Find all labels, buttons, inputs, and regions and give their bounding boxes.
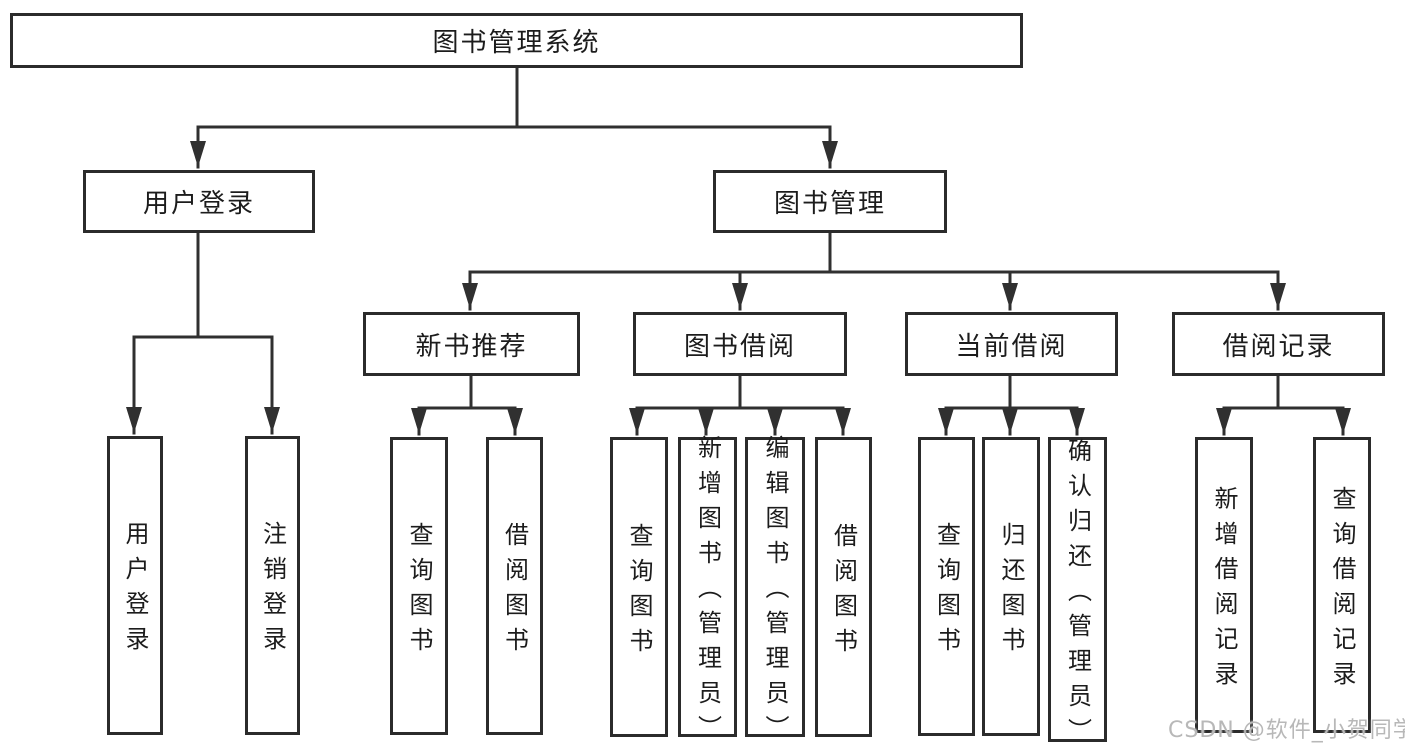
node-book-manage-label: 图书管理 bbox=[773, 189, 886, 219]
node-cb-query-book: 查询图书 bbox=[918, 437, 975, 736]
node-book-borrow: 图书借阅 bbox=[633, 312, 847, 376]
node-logout-leaf: 注销登录 bbox=[245, 436, 300, 735]
node-bb-edit-book-admin-label: 编辑图书（管理员） bbox=[761, 435, 789, 747]
node-br-query-record-label: 查询借阅记录 bbox=[1328, 485, 1356, 696]
node-new-book-recommend: 新书推荐 bbox=[363, 312, 580, 376]
node-user-login-label: 用户登录 bbox=[142, 189, 255, 219]
node-bb-borrow-book: 借阅图书 bbox=[815, 437, 872, 737]
node-new-book-recommend-label: 新书推荐 bbox=[415, 331, 528, 362]
node-nbr-query-book-label: 查询图书 bbox=[405, 521, 433, 662]
node-root-label: 图书管理系统 bbox=[432, 28, 601, 58]
node-cb-confirm-return-admin: 确认归还（管理员） bbox=[1048, 437, 1107, 747]
node-cb-confirm-return-admin-label: 确认归还（管理员） bbox=[1063, 437, 1092, 747]
node-current-borrow: 当前借阅 bbox=[905, 312, 1118, 376]
node-book-borrow-label: 图书借阅 bbox=[683, 331, 796, 362]
node-bb-add-book-admin-label: 新增图书（管理员） bbox=[693, 435, 722, 747]
node-login-leaf: 用户登录 bbox=[107, 436, 163, 735]
node-cb-return-book-label: 归还图书 bbox=[997, 522, 1025, 662]
node-bb-query-book-label: 查询图书 bbox=[625, 522, 653, 663]
node-root: 图书管理系统 bbox=[10, 13, 1023, 68]
node-br-query-record: 查询借阅记录 bbox=[1313, 437, 1371, 733]
node-borrow-records-label: 借阅记录 bbox=[1222, 331, 1335, 362]
node-current-borrow-label: 当前借阅 bbox=[955, 331, 1068, 362]
node-bb-query-book: 查询图书 bbox=[610, 437, 668, 737]
node-nbr-query-book: 查询图书 bbox=[390, 437, 448, 735]
node-borrow-records: 借阅记录 bbox=[1172, 312, 1385, 376]
node-logout-leaf-label: 注销登录 bbox=[258, 521, 287, 661]
node-br-add-record: 新增借阅记录 bbox=[1195, 437, 1253, 733]
node-nbr-borrow-book: 借阅图书 bbox=[486, 437, 543, 735]
node-bb-borrow-book-label: 借阅图书 bbox=[829, 522, 858, 663]
node-cb-query-book-label: 查询图书 bbox=[932, 522, 961, 662]
csdn-watermark: CSDN @软件_小贺同学 bbox=[1168, 718, 1405, 743]
node-cb-return-book: 归还图书 bbox=[982, 437, 1040, 736]
node-br-add-record-label: 新增借阅记录 bbox=[1210, 485, 1238, 696]
node-login-leaf-label: 用户登录 bbox=[121, 521, 149, 661]
node-user-login: 用户登录 bbox=[83, 170, 315, 233]
node-nbr-borrow-book-label: 借阅图书 bbox=[500, 521, 529, 662]
node-bb-add-book-admin: 新增图书（管理员） bbox=[678, 435, 737, 747]
node-book-manage: 图书管理 bbox=[713, 170, 947, 233]
node-bb-edit-book-admin: 编辑图书（管理员） bbox=[745, 435, 805, 747]
